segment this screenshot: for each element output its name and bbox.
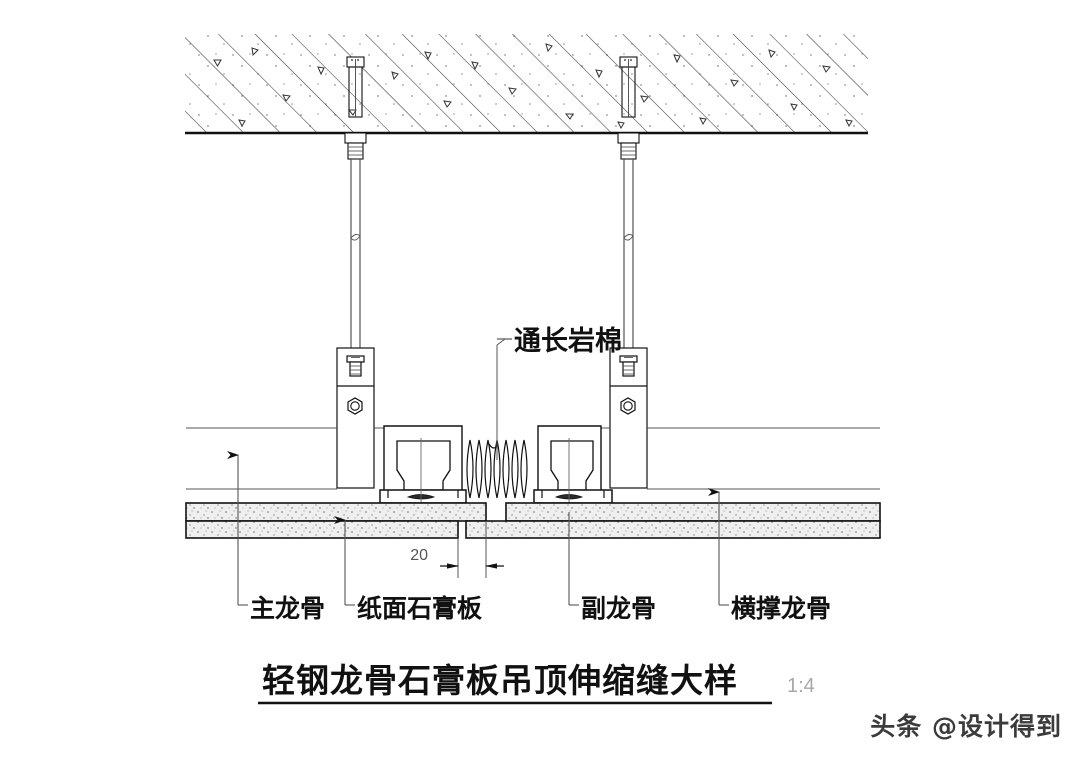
expansion-anchor-left: [346, 56, 365, 118]
title-block: 轻钢龙骨石膏板吊顶伸缩缝大样 1:4: [258, 662, 815, 705]
callout-label-gypsum-board: 纸面石膏板: [357, 594, 482, 623]
hanger-rod-right: [623, 159, 634, 348]
gypsum-board-layers: [185, 502, 881, 539]
drawing-title: 轻钢龙骨石膏板吊顶伸缩缝大样: [262, 662, 738, 700]
furring-channel-right: [533, 425, 613, 512]
callout-label-main-runner: 主龙骨: [250, 595, 325, 623]
hanger-assembly-right: [609, 56, 648, 489]
callout-label-rockwool: 通长岩棉: [514, 326, 622, 356]
expansion-anchor-right: [619, 56, 638, 118]
break-symbol-right: [623, 233, 634, 241]
rock-wool-insulation: [466, 439, 528, 499]
concrete-slab: [185, 32, 868, 135]
gypsum-board-upper-right: [505, 502, 881, 522]
callout-gypsum-board: 纸面石膏板: [334, 516, 482, 623]
dimension-joint-gap: 20: [410, 521, 504, 578]
callout-main-runner: 主龙骨: [227, 451, 325, 623]
anchor-nut-left: [344, 132, 367, 160]
callout-label-cross-brace: 横撑龙骨: [731, 594, 831, 623]
watermark: 头条 @设计得到: [870, 712, 1062, 741]
aggregate-symbols: [213, 43, 853, 130]
dimension-value-20: 20: [410, 547, 428, 564]
furring-channel-left: [379, 425, 467, 512]
callout-cross-brace: 横撑龙骨: [708, 488, 831, 623]
anchor-nut-right: [617, 132, 640, 160]
gypsum-board-upper-left: [185, 502, 487, 522]
hanger-rod-left: [350, 159, 361, 348]
hanger-clip-right: [609, 347, 648, 489]
drawing-scale: 1:4: [787, 675, 815, 697]
callout-label-furring-channel: 副龙骨: [581, 595, 656, 623]
main-runner-extent-lines: [186, 427, 880, 490]
break-symbol-left: [350, 233, 361, 241]
callout-rockwool: 通长岩棉: [496, 326, 622, 460]
callout-furring-channel: 副龙骨: [568, 512, 656, 623]
hanger-assembly-left: [336, 56, 375, 489]
gypsum-board-lower-right: [465, 520, 881, 539]
hanger-clip-left: [336, 347, 375, 489]
gypsum-board-lower-left: [185, 520, 459, 539]
